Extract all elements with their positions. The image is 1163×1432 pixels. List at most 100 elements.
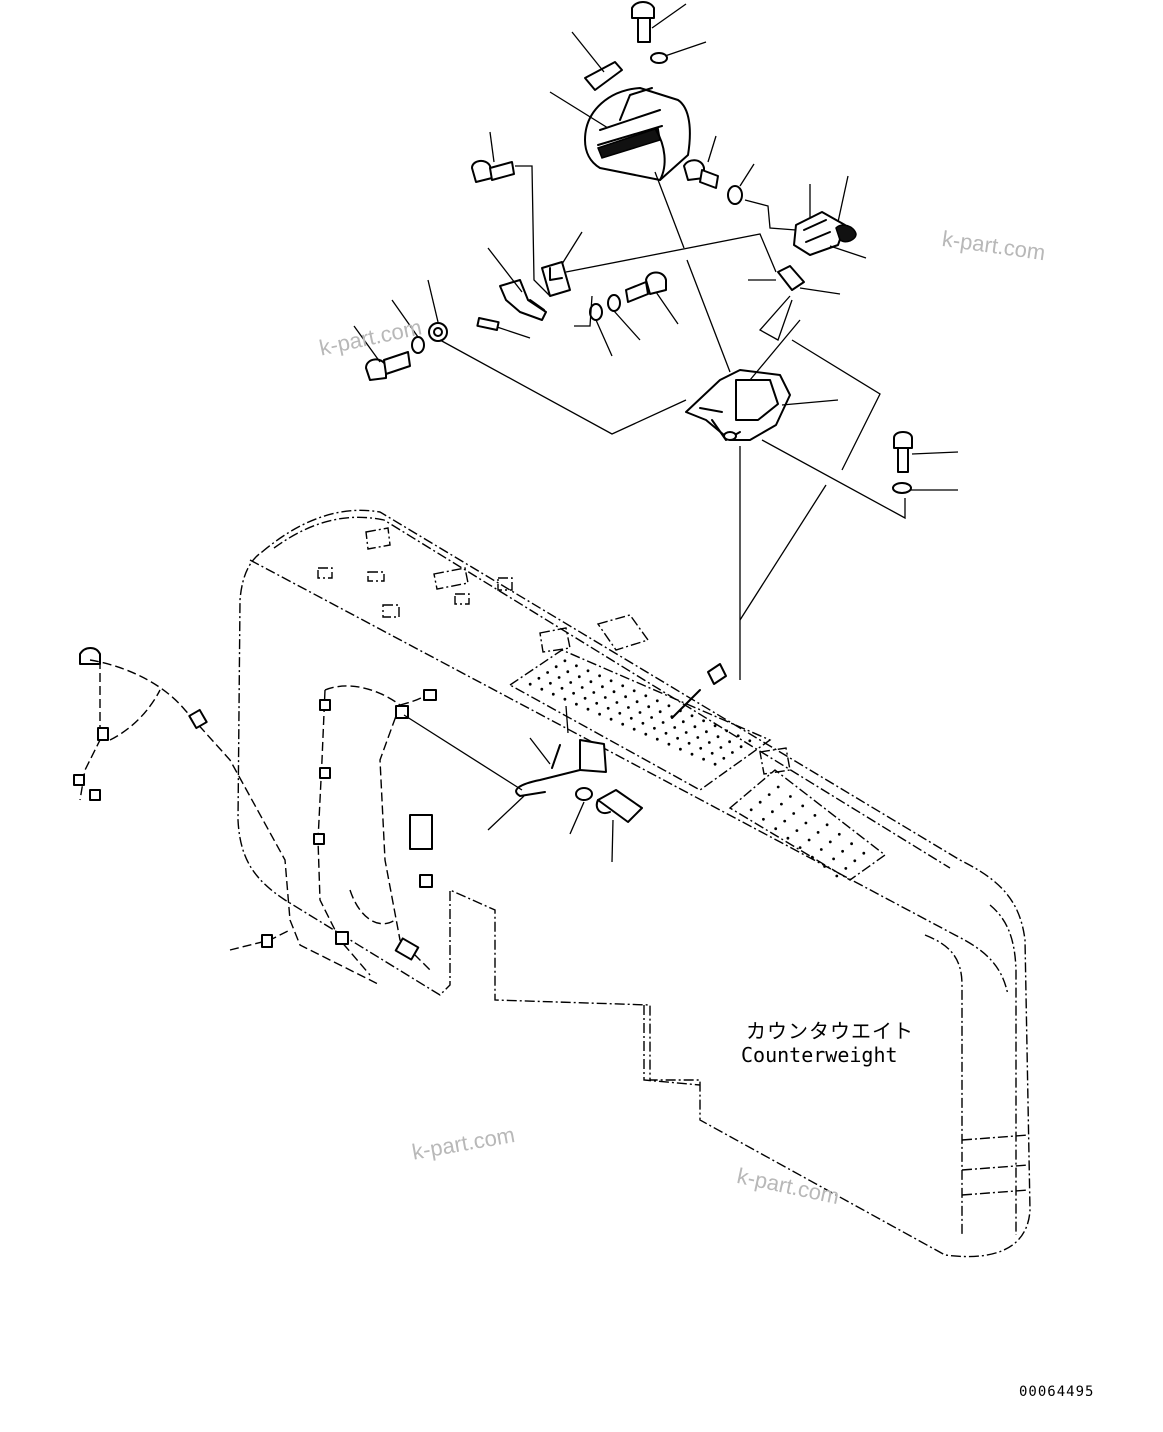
plate-dot — [577, 675, 581, 679]
part-name-japanese: カウンタウエイト — [746, 1019, 914, 1043]
washer-right — [892, 482, 912, 494]
plate-dot — [569, 681, 573, 684]
plate-dot — [844, 867, 848, 870]
plate-dot — [713, 762, 717, 766]
plate-dot — [722, 756, 726, 760]
plate-dot — [687, 741, 691, 745]
plate-dot — [739, 745, 743, 749]
plate-dot — [713, 724, 717, 728]
plate-dot — [762, 817, 765, 821]
plate-dot — [661, 721, 665, 724]
plate-dot — [653, 726, 656, 730]
plate-dot — [644, 694, 648, 698]
plate-dot — [627, 706, 630, 709]
plate-dot — [528, 682, 532, 686]
top-bolt — [631, 1, 655, 43]
plate-dot — [632, 689, 636, 693]
plate-dot — [690, 714, 694, 718]
bolt-upper-left — [471, 160, 515, 183]
plate-dot — [586, 707, 590, 711]
plate-dot — [575, 702, 578, 706]
plate-dot — [635, 700, 639, 704]
plate-dot — [776, 785, 780, 789]
plate-dot — [702, 757, 705, 761]
plate-dot — [592, 691, 596, 694]
top-washer — [650, 52, 668, 64]
plate-dot — [667, 742, 671, 746]
plate-dot — [850, 842, 853, 846]
plate-dot — [780, 802, 783, 806]
plate-dot — [819, 848, 823, 851]
plate-dot — [792, 812, 796, 815]
top-surface-pads — [317, 527, 791, 775]
plate-dot — [621, 722, 625, 726]
plate-dot — [647, 705, 651, 709]
plate-dot — [696, 736, 700, 739]
lamp-cover — [584, 87, 691, 181]
plate-dot — [832, 857, 835, 861]
bolt-left — [365, 351, 411, 381]
plate-dot — [774, 827, 778, 831]
plate-dot — [807, 838, 811, 842]
plate-dot — [798, 846, 802, 849]
bolt-center — [625, 271, 667, 303]
plate-dot — [813, 814, 817, 817]
plate-dot — [783, 819, 787, 823]
plate-dot — [644, 732, 648, 736]
plate-dot — [841, 849, 844, 853]
side-bracket — [515, 663, 727, 823]
plate-dot — [609, 679, 613, 683]
plate-dot — [650, 716, 653, 719]
drawing-number: 00064495 — [1019, 1384, 1095, 1400]
plate-dot — [583, 696, 587, 700]
plate-dot — [767, 793, 771, 796]
plate-dot — [655, 737, 659, 741]
counterweight-body — [237, 509, 1031, 1258]
plate-dot — [835, 874, 839, 878]
plate-dot — [667, 704, 671, 708]
plate-dot — [749, 808, 753, 812]
plate-dot — [655, 699, 659, 703]
plate-dot — [540, 687, 544, 691]
plate-dot — [624, 695, 627, 699]
plate-dot — [632, 727, 636, 731]
plate-dot — [563, 659, 567, 663]
grommet-pad — [476, 317, 500, 331]
plate-dot — [693, 725, 697, 729]
plate-dot — [862, 851, 866, 855]
small-bracket-right — [541, 261, 571, 297]
plate-dot — [828, 840, 832, 844]
plate-dot — [673, 726, 677, 729]
plate-dot — [736, 734, 740, 738]
plate-dot — [658, 710, 662, 714]
plate-dot — [560, 686, 564, 690]
washer-center-b — [607, 294, 621, 312]
plate-dot — [549, 681, 552, 685]
plate-dot — [810, 855, 814, 859]
plate-dot — [684, 731, 688, 734]
plate-dot — [823, 865, 826, 868]
plate-dot — [621, 684, 625, 688]
plate-dot — [629, 716, 633, 720]
plate-dot — [728, 740, 731, 744]
plate-dot — [771, 810, 774, 814]
plate-dot — [598, 674, 601, 678]
nameplate — [584, 61, 623, 91]
plate-dot — [563, 697, 567, 701]
plate-dot — [702, 719, 705, 723]
plate-dot — [551, 692, 555, 696]
plate-dot — [801, 804, 805, 808]
small-bracket-left — [499, 279, 547, 321]
bolt-right — [893, 431, 913, 473]
plate-dot — [707, 741, 711, 744]
bolt-middle — [683, 159, 719, 189]
plate-dot — [641, 721, 645, 725]
plate-dot — [580, 686, 584, 689]
plate-dot — [572, 691, 575, 695]
plate-dot — [705, 730, 708, 734]
plate-dot — [589, 680, 593, 684]
plate-dot — [537, 676, 541, 680]
plate-dot — [546, 671, 549, 674]
plate-dot — [606, 706, 610, 710]
